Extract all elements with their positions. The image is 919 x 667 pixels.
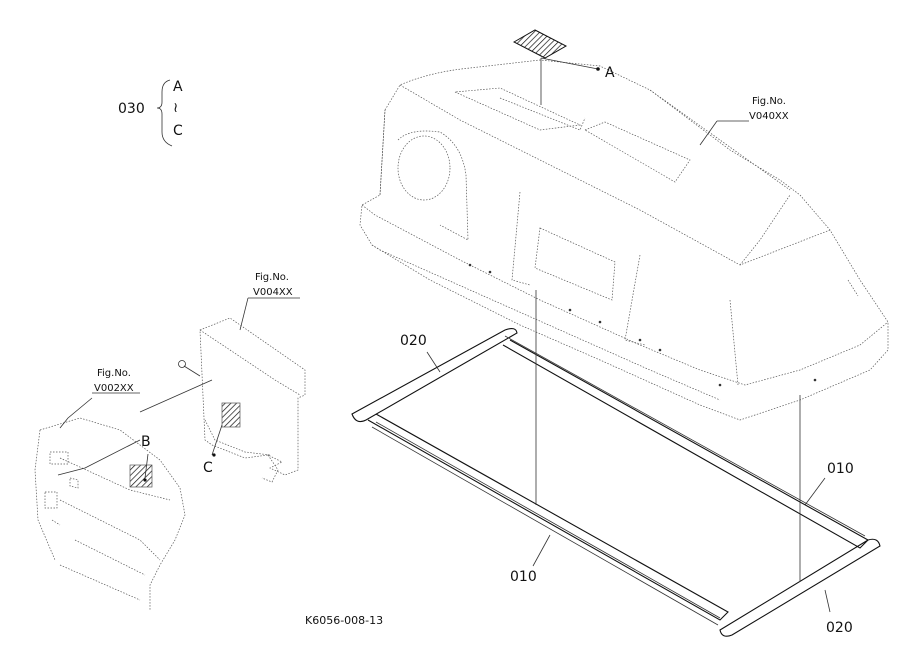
drawing-code: K6056-008-13 <box>305 614 383 627</box>
callout-010-right: 010 <box>827 461 854 477</box>
callout-point-c: C <box>203 460 213 476</box>
callout-030: 030 <box>118 101 145 117</box>
callout-010-bottom: 010 <box>510 569 537 585</box>
bracket-v004 <box>139 317 306 483</box>
range-start-a: A <box>173 79 183 95</box>
fig-ref-v002-label: Fig.No. <box>97 368 131 379</box>
sticker-a <box>512 29 600 105</box>
fig-ref-v004-label: Fig.No. <box>255 272 289 283</box>
frame-assembly <box>351 290 881 637</box>
callout-point-a: A <box>605 65 615 81</box>
fig-ref-v040-code: V040XX <box>749 111 789 122</box>
fig-ref-v004-code: V004XX <box>253 287 293 298</box>
range-tilde: ≀ <box>173 100 178 116</box>
callout-020-bottom: 020 <box>826 620 853 636</box>
fig-ref-v040-label: Fig.No. <box>752 96 786 107</box>
range-end-c: C <box>173 123 183 139</box>
callout-020-top: 020 <box>400 333 427 349</box>
engine-v002 <box>34 397 186 610</box>
fig-ref-v002-code: V002XX <box>94 383 134 394</box>
callout-point-b: B <box>141 434 151 450</box>
leaders <box>92 79 831 613</box>
hood-assembly <box>359 59 889 421</box>
